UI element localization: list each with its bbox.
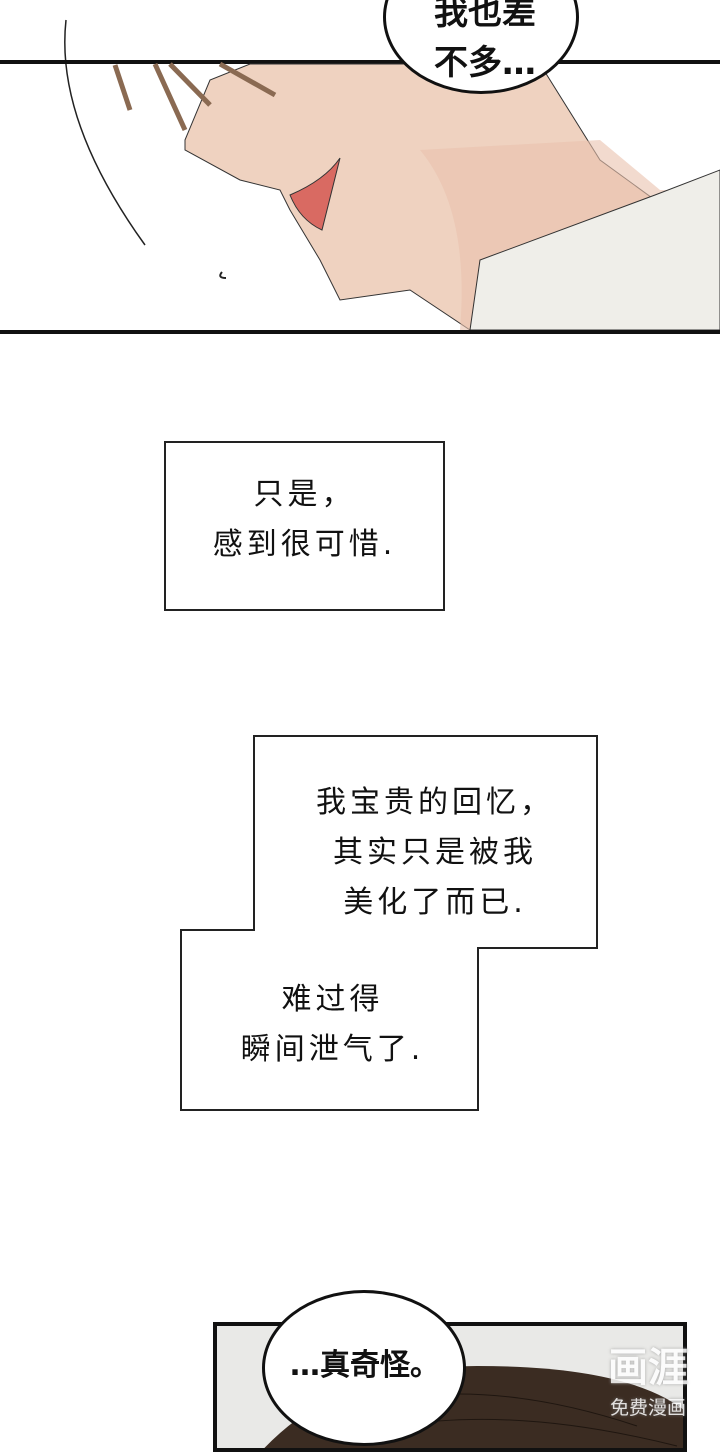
watermark: 画涯 免费漫画 [588, 1335, 708, 1420]
caption-text-2-upper: 我宝贵的回忆， 其实只是被我 美化了而已. [316, 785, 554, 920]
caption-text-1: 只是， 感到很可惜. [212, 477, 397, 562]
speech-text-bottom: …真奇怪。 [290, 1348, 440, 1383]
watermark-logo: 画涯 [608, 1345, 688, 1391]
caption-box-1 [164, 441, 445, 611]
panel-face-artwork [0, 19, 720, 334]
speech-bubble-bottom [262, 1290, 466, 1446]
watermark-tagline: 免费漫画 [609, 1397, 686, 1419]
caption-text-2-lower: 难过得 瞬间泄气了. [240, 982, 425, 1067]
speech-text-top: 我也差 不多… [434, 0, 536, 83]
